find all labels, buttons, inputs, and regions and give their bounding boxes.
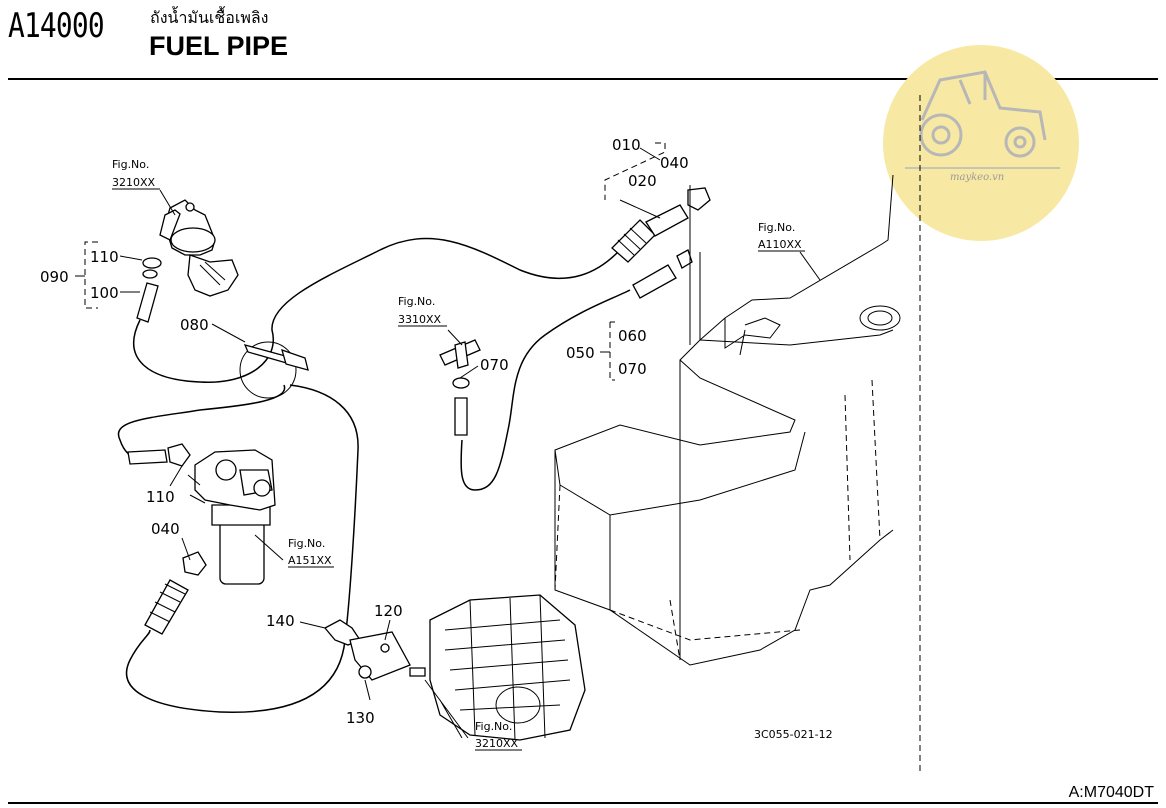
drawing-code: 3C055-021-12 [754, 728, 833, 741]
callout-140: 140 [266, 612, 295, 630]
watermark-logo: maykeo.vn [883, 45, 1079, 241]
hose-110-lower [127, 443, 191, 467]
callout-110-top: 110 [90, 248, 119, 266]
hose-020 [611, 187, 711, 263]
title-thai: ถังน้ำมันเชื้อเพลิง [150, 8, 269, 27]
callout-040-lower: 040 [151, 520, 180, 538]
fig-caption: Fig.No. [398, 295, 435, 308]
callout-090: 090 [40, 268, 69, 286]
callout-120: 120 [374, 602, 403, 620]
watermark-text: maykeo.vn [950, 172, 1004, 183]
page-code: A14000 [8, 6, 105, 46]
callout-110-lower: 110 [146, 488, 175, 506]
tee-joint [439, 339, 481, 436]
fig-code: 3210XX [112, 176, 156, 189]
fuel-lines [117, 237, 631, 713]
fig-code: A151XX [288, 554, 332, 567]
callout-040-top: 040 [660, 154, 689, 172]
callout-100: 100 [90, 284, 119, 302]
fig-caption: Fig.No. [475, 720, 512, 733]
fig-code: 3210XX [475, 737, 519, 750]
fig-code: A110XX [758, 238, 802, 251]
hose-060 [632, 249, 693, 299]
leader-lines [75, 185, 821, 739]
fuel-filter [187, 449, 276, 585]
fuel-tank [554, 174, 901, 666]
band-clamp-080 [239, 341, 309, 399]
hose-100 [136, 257, 162, 323]
fig-ref-1: Fig.No. 3210XX [112, 158, 160, 190]
callout-070-left: 070 [480, 356, 509, 374]
model-code: A:M7040DT [1068, 784, 1154, 801]
callout-130: 130 [346, 709, 375, 727]
fig-caption: Fig.No. [112, 158, 149, 171]
fuel-pump [159, 199, 239, 297]
callout-020: 020 [628, 172, 657, 190]
callout-070-right: 070 [618, 360, 647, 378]
callout-050: 050 [566, 344, 595, 362]
fig-ref-2: Fig.No. 3310XX [398, 295, 447, 327]
header-rule [8, 78, 1158, 80]
fig-ref-4: Fig.No. A151XX [288, 537, 334, 568]
fig-code: 3310XX [398, 313, 442, 326]
callout-060: 060 [618, 327, 647, 345]
fig-caption: Fig.No. [288, 537, 325, 550]
fig-caption: Fig.No. [758, 221, 795, 234]
callout-010: 010 [612, 136, 641, 154]
fig-ref-3: Fig.No. A110XX [758, 221, 805, 252]
fig-ref-5: Fig.No. 3210XX [475, 720, 522, 751]
callouts: 010 020 040 110 090 100 080 070 060 050 … [40, 136, 689, 727]
group-brackets [84, 142, 666, 381]
transmission-case [429, 594, 586, 741]
hose-lower-corrugated [144, 551, 207, 635]
page-title: FUEL PIPE [149, 31, 289, 61]
footer-rule [8, 802, 1158, 804]
callout-080: 080 [180, 316, 209, 334]
bracket-assembly [323, 619, 426, 681]
